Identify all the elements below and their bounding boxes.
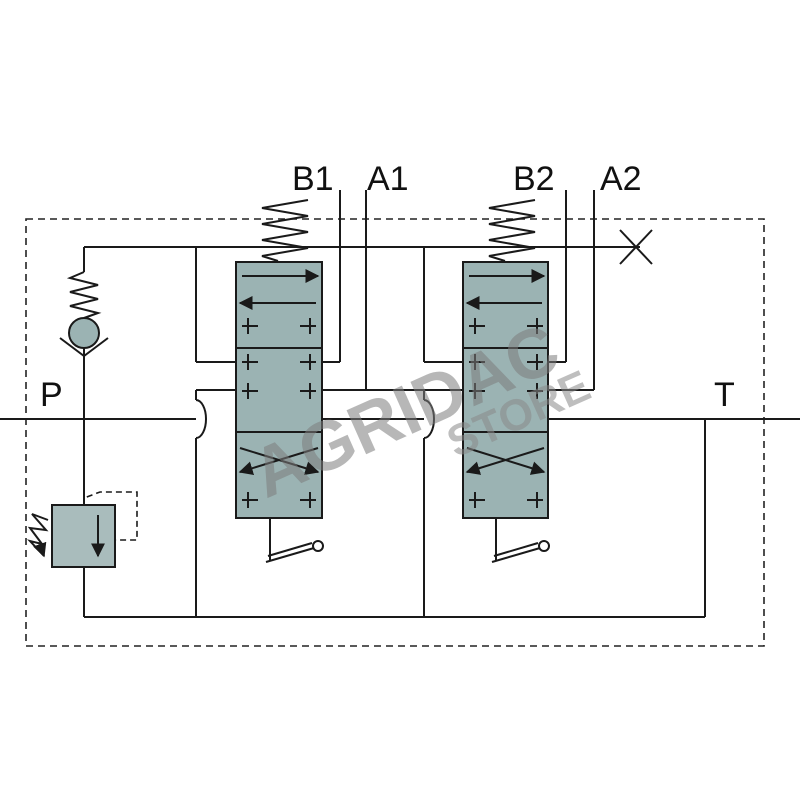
port-label-b2: B2 <box>513 160 555 198</box>
spring-icon <box>261 199 309 262</box>
spring-icon <box>66 271 102 319</box>
housing-outline <box>25 218 765 647</box>
relief-valve-icon <box>26 491 138 568</box>
spool-section-2 <box>462 261 549 519</box>
lever-icon[interactable] <box>491 518 550 563</box>
spring-icon <box>488 199 536 262</box>
port-label-p: P <box>40 376 63 414</box>
spool-section-1 <box>235 261 323 519</box>
port-label-a2: A2 <box>600 160 642 198</box>
pipe-lines <box>0 190 800 618</box>
lever-icon[interactable] <box>265 518 324 563</box>
port-label-a1: A1 <box>367 160 409 198</box>
port-label-b1: B1 <box>292 160 334 198</box>
port-label-t: T <box>714 376 735 414</box>
check-valve-icon <box>59 317 109 358</box>
